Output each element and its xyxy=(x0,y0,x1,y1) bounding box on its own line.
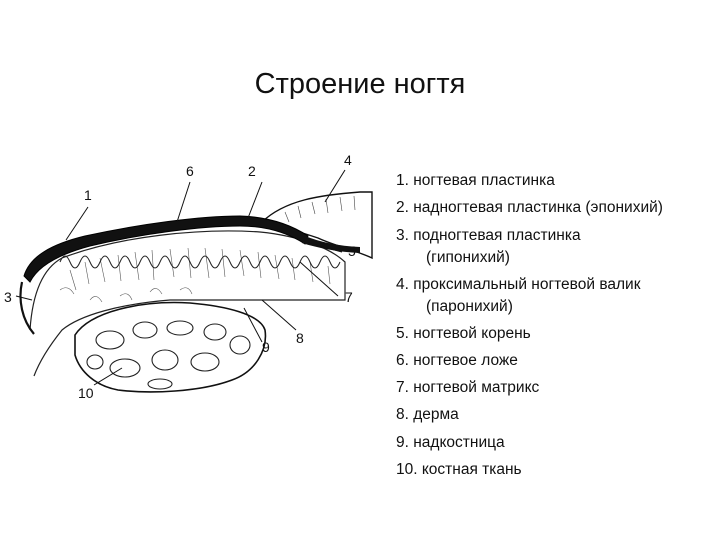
legend-item: 9. надкостница xyxy=(396,433,505,451)
bone-outline xyxy=(74,301,267,393)
callout-9: 9 xyxy=(262,339,270,355)
callout-4: 4 xyxy=(344,152,352,168)
nail-anatomy-diagram: 1 2 3 4 5 6 7 8 9 10 xyxy=(4,152,373,401)
dermis-outline xyxy=(29,230,346,377)
legend-item: 8. дерма xyxy=(396,406,459,424)
legend-list: 1. ногтевая пластинка 2. надногтевая пла… xyxy=(396,167,716,483)
callout-8: 8 xyxy=(296,330,304,346)
legend-item: 1. ногтевая пластинка xyxy=(396,172,555,189)
hyponychium xyxy=(19,281,35,335)
legend-item: 2. надногтевая пластинка (эпонихий) xyxy=(396,199,663,217)
legend-item: 5. ногтевой корень xyxy=(396,324,531,342)
callout-10: 10 xyxy=(78,385,94,401)
nail-matrix-papillae xyxy=(59,255,341,269)
dermis-texture xyxy=(59,247,331,303)
callout-3: 3 xyxy=(4,289,12,305)
legend-item: 6. ногтевое ложе xyxy=(396,351,518,369)
callout-5: 5 xyxy=(348,243,356,259)
callout-2: 2 xyxy=(248,163,256,179)
legend-item: 10. костная ткань xyxy=(396,461,522,479)
bone-trabeculae xyxy=(86,320,251,390)
slide-title: Строение ногтя xyxy=(254,68,466,100)
nail-plate xyxy=(23,215,309,283)
legend-item: 4. проксимальный ногтевой валик(паронихи… xyxy=(396,275,641,315)
fold-texture xyxy=(284,195,356,223)
leader-lines xyxy=(15,169,346,386)
callout-7: 7 xyxy=(345,289,353,305)
callout-1: 1 xyxy=(84,187,92,203)
nail-root xyxy=(302,236,360,253)
legend-item: 3. подногтевая пластинка(гипонихий) xyxy=(396,226,581,266)
callout-6: 6 xyxy=(186,163,194,179)
legend-item: 7. ногтевой матрикс xyxy=(396,379,540,397)
